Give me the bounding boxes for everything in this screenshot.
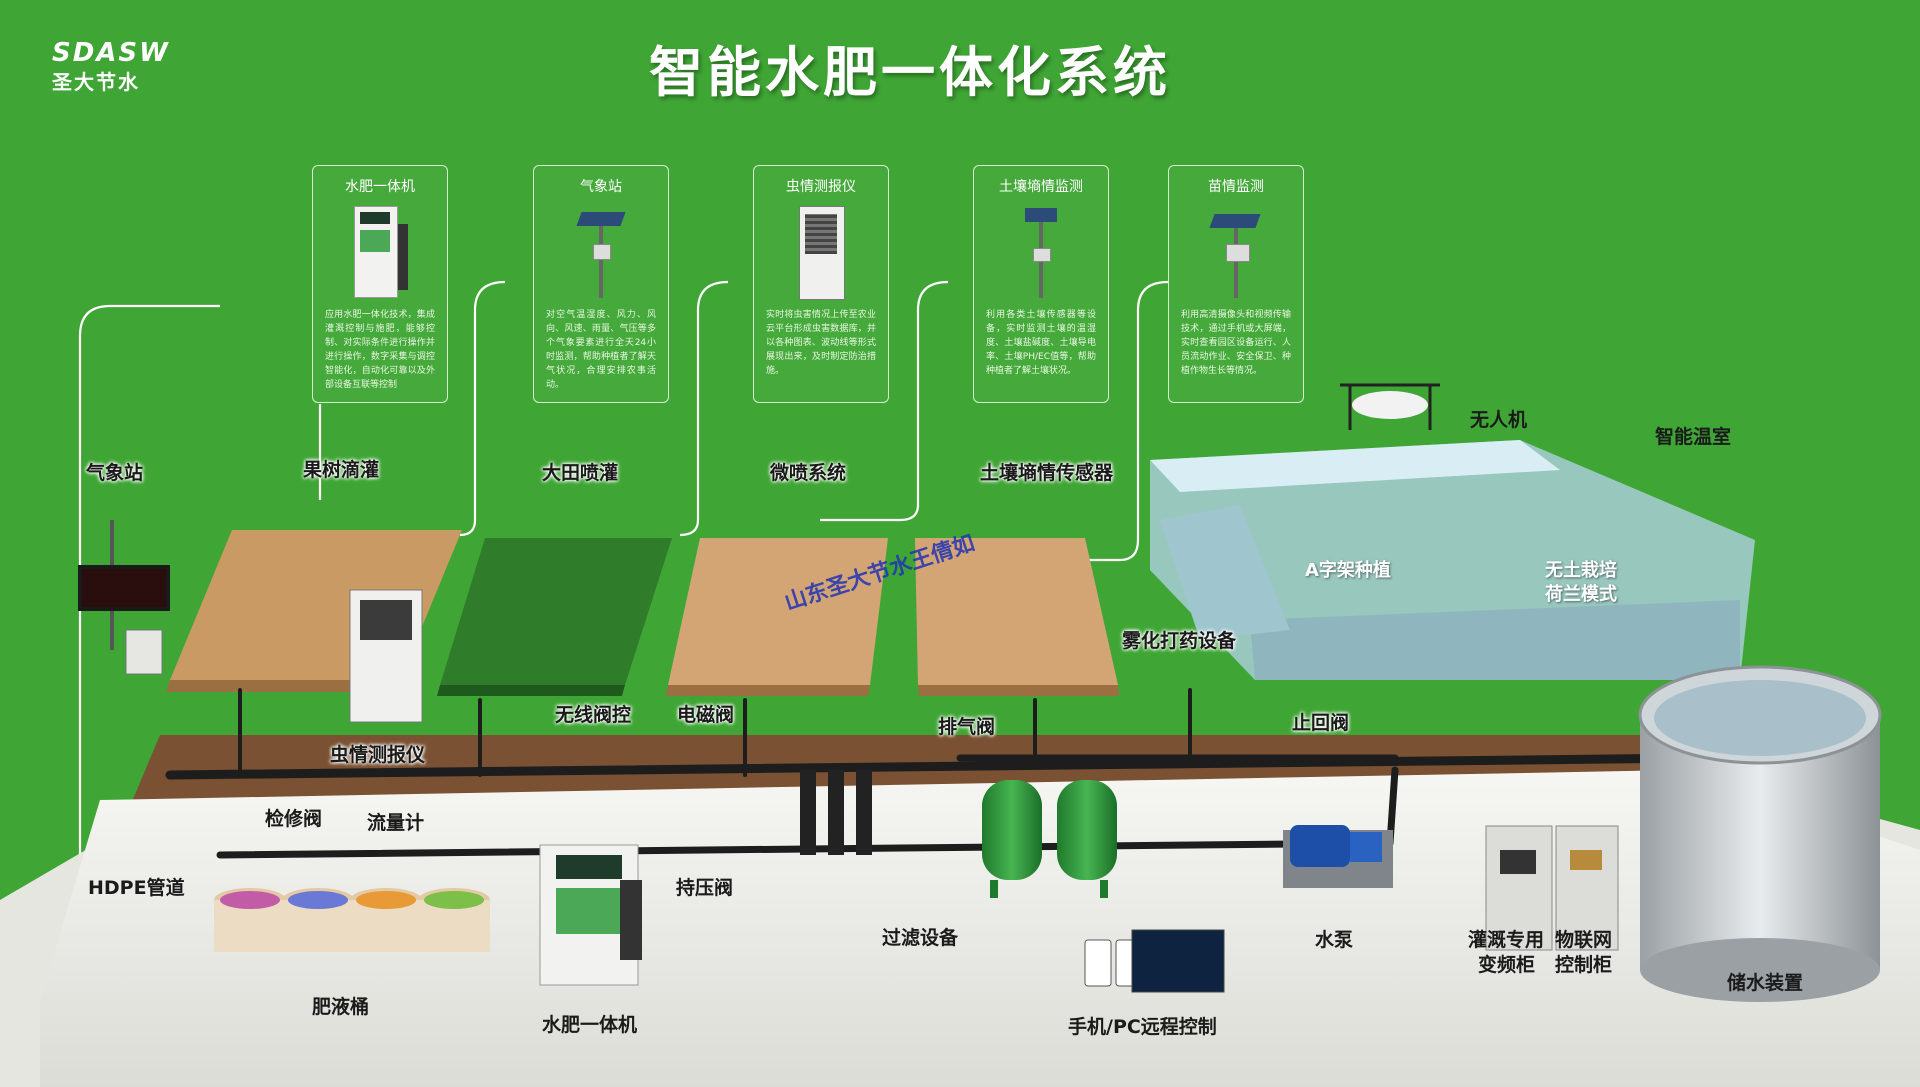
label-soilless-2: 荷兰模式 xyxy=(1545,584,1617,605)
label-fert-machine: 水肥一体机 xyxy=(542,1014,638,1036)
sprinkler-field xyxy=(437,538,672,696)
label-orchard-drip: 果树滴灌 xyxy=(303,459,380,481)
label-hdpe: HDPE管道 xyxy=(88,877,185,899)
label-micro-spray: 微喷系统 xyxy=(770,462,847,484)
card-title: 气象站 xyxy=(580,179,622,195)
camera-pole-icon xyxy=(1206,204,1266,300)
label-pump: 水泵 xyxy=(1315,929,1354,951)
label-field-sprinkler: 大田喷灌 xyxy=(542,462,619,484)
label-remote-control: 手机/PC远程控制 xyxy=(1068,1016,1217,1038)
label-wireless-valve: 无线阀控 xyxy=(555,704,632,726)
label-iot-cabinet-2: 控制柜 xyxy=(1555,954,1613,976)
water-pump xyxy=(1283,825,1393,888)
label-flowmeter: 流量计 xyxy=(367,812,425,834)
card-desc: 利用各类土壤传感器等设备，实时监测土壤的温湿度、土壤盐碱度、土壤导电率、土壤PH… xyxy=(986,310,1096,376)
weather-station-left xyxy=(78,520,170,675)
label-a-frame: A字架种植 xyxy=(1305,560,1391,581)
microspray-field xyxy=(666,538,888,696)
filter-equipment xyxy=(800,770,1117,898)
remote-screens xyxy=(1084,929,1225,993)
label-solenoid: 电磁阀 xyxy=(677,704,735,726)
card-desc: 对空气温湿度、风力、风向、风速、雨量、气压等多个气象要素进行全天24小时监测，帮… xyxy=(546,310,656,390)
page-title: 智能水肥一体化系统 xyxy=(649,41,1171,104)
control-cabinets xyxy=(1485,825,1619,951)
card-weather-station: 气象站 对空气温湿度、风力、风向、风速、雨量、气压等多个气象要素进行全天24小时… xyxy=(533,165,669,403)
label-soil-sensor: 土壤墒情传感器 xyxy=(980,462,1114,484)
label-soilless: 无土栽培 xyxy=(1545,560,1617,581)
label-fert-bucket: 肥液桶 xyxy=(312,996,370,1018)
label-repair-valve: 检修阀 xyxy=(265,808,323,830)
label-drone: 无人机 xyxy=(1470,409,1528,431)
weather-station-icon xyxy=(571,204,631,300)
card-pest-monitor: 虫情测报仪 实时将虫害情况上传至农业云平台形成虫害数据库，并以各种图表、波动线等… xyxy=(753,165,889,403)
label-check-valve: 止回阀 xyxy=(1292,712,1350,734)
card-title: 土壤墒情监测 xyxy=(999,179,1083,195)
soil-sensor-field xyxy=(915,538,1119,696)
card-soil-moisture: 土壤墒情监测 利用各类土壤传感器等设备，实时监测土壤的温湿度、土壤盐碱度、土壤导… xyxy=(973,165,1109,403)
logo-brand: SDASW xyxy=(52,38,170,68)
fertigation-machine-icon xyxy=(350,204,410,300)
label-pressure-valve: 持压阀 xyxy=(676,877,734,899)
fertigation-machine xyxy=(539,844,642,986)
soil-sensor-icon xyxy=(1011,204,1071,300)
label-weather-station: 气象站 xyxy=(86,462,144,484)
label-storage: 储水装置 xyxy=(1727,972,1804,994)
card-desc: 应用水肥一体化技术，集成灌溉控制与施肥，能够控制、对实际条件进行操作并进行操作，… xyxy=(325,310,435,390)
card-fertigation-machine: 水肥一体机 应用水肥一体化技术，集成灌溉控制与施肥，能够控制、对实际条件进行操作… xyxy=(312,165,448,403)
storage-tank xyxy=(1638,665,1882,1002)
label-vfd-cabinet-1: 灌溉专用 xyxy=(1468,929,1545,951)
label-iot-cabinet-1: 物联网 xyxy=(1555,929,1613,951)
card-desc: 实时将虫害情况上传至农业云平台形成虫害数据库，并以各种图表、波动线等形式展现出来… xyxy=(766,310,876,376)
label-insect-monitor: 虫情测报仪 xyxy=(330,744,426,766)
card-desc: 利用高清摄像头和视频传输技术，通过手机或大屏端，实时查看园区设备运行、人员流动作… xyxy=(1181,310,1291,376)
label-filter: 过滤设备 xyxy=(882,927,959,949)
logo-brand-cn: 圣大节水 xyxy=(52,70,140,94)
label-atomizer: 雾化打药设备 xyxy=(1122,630,1237,652)
label-exhaust-valve: 排气阀 xyxy=(938,716,996,738)
drone xyxy=(1340,383,1440,430)
card-title: 虫情测报仪 xyxy=(786,179,856,195)
card-title: 水肥一体机 xyxy=(345,179,415,195)
fertilizer-buckets xyxy=(214,888,490,952)
label-vfd-cabinet-2: 变频柜 xyxy=(1478,954,1536,976)
label-smart-greenhouse: 智能温室 xyxy=(1655,426,1732,448)
card-seedling-monitor: 苗情监测 利用高清摄像头和视频传输技术，通过手机或大屏端，实时查看园区设备运行、… xyxy=(1168,165,1304,403)
company-logo: SDASW 圣大节水 xyxy=(52,38,170,95)
pest-monitor-icon xyxy=(791,204,851,300)
pest-monitor-cabinet xyxy=(349,589,423,723)
card-title: 苗情监测 xyxy=(1208,179,1264,195)
greenhouse xyxy=(1150,440,1755,680)
